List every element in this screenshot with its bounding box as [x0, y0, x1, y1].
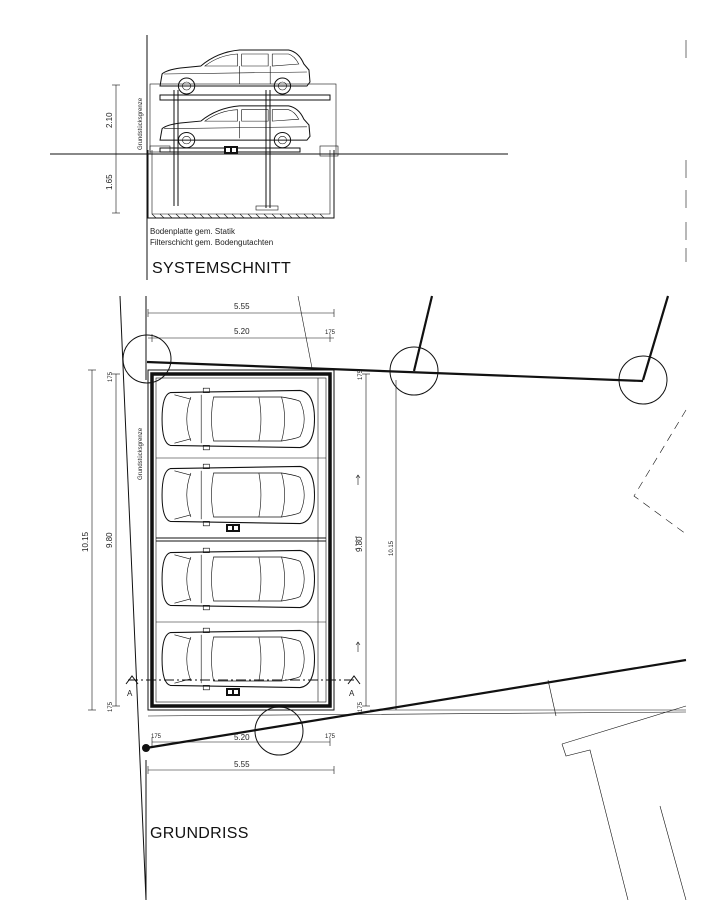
section-note-2: Filterschicht gem. Bodengutachten: [150, 238, 273, 247]
plan-dim-margin-left-top: 175: [108, 371, 114, 382]
plan-bottom-margin-right: 175: [325, 734, 336, 740]
plan-bottom-margin-left: 175: [151, 734, 162, 740]
section-dim-upper: 2.10: [105, 112, 114, 128]
section-note-1: Bodenplatte gem. Statik: [150, 227, 236, 236]
plan-dim-margin-right-bottom: 175: [358, 701, 364, 712]
plan-dim-height-right2: 10.15: [389, 540, 395, 556]
plan-dim-height-inner: 9.80: [105, 532, 114, 548]
plan-dim-width-outer: 5.55: [234, 302, 250, 311]
plan-title: GRUNDRISS: [150, 825, 249, 842]
plan-dim-height-outer: 10.15: [81, 531, 90, 552]
plan-dim-margin-right-top: 175: [358, 369, 364, 380]
section-title: SYSTEMSCHNITT: [152, 260, 291, 277]
section-marker-left: A: [127, 689, 133, 698]
plan-bottom-width-outer: 5.55: [234, 760, 250, 769]
plan-boundary-label: Grundstücksgrenze: [138, 427, 144, 480]
section-dim-lower: 1.65: [105, 174, 114, 190]
plan-bottom-width-inner: 5.20: [234, 733, 250, 742]
plan-dim-width-inner: 5.20: [234, 327, 250, 336]
section-marker-right: A: [349, 689, 355, 698]
floor-plan: 5.55 5.20 175: [81, 295, 687, 900]
plan-dim-height-right: 9.80: [355, 536, 364, 552]
system-section: Grundstücksgrenze 2.10 1.65: [50, 35, 508, 280]
section-boundary-label: Grundstücksgrenze: [138, 97, 144, 150]
plan-dim-margin-top: 175: [325, 330, 336, 336]
plan-dim-margin-left-bottom: 175: [108, 701, 114, 712]
